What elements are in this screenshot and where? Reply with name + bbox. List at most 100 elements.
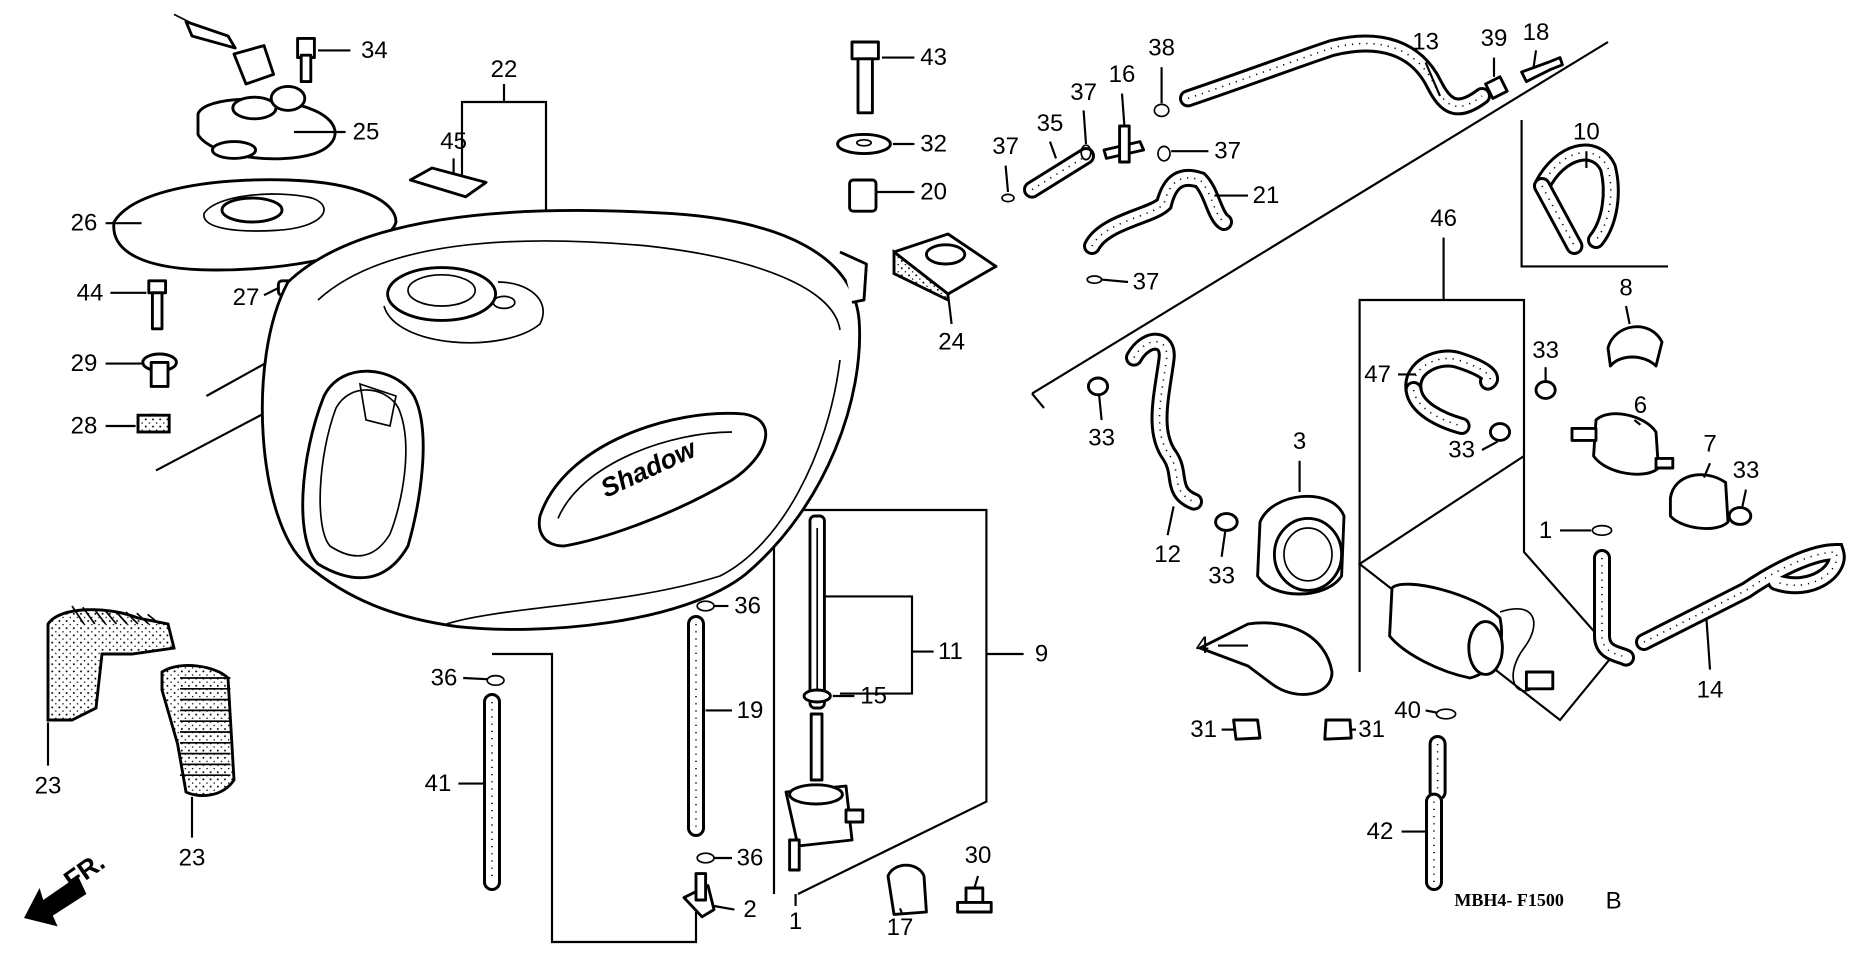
leader-line (1098, 395, 1103, 421)
callout-number: 15 (860, 683, 887, 710)
callout-26: 26 (71, 210, 142, 237)
callout-3: 3 (1293, 428, 1306, 492)
callout-number: 1 (1539, 517, 1552, 544)
callout-number: 35 (1037, 110, 1064, 137)
callout-number: 37 (1133, 269, 1160, 296)
hose (1083, 168, 1233, 255)
callout-46: 46 (1430, 205, 1457, 300)
callout-20: 20 (876, 179, 947, 206)
leader-line (1703, 462, 1711, 479)
leader-line (973, 875, 980, 889)
fin (125, 611, 139, 625)
callout-number: 47 (1364, 361, 1391, 388)
callout-43: 43 (882, 44, 947, 71)
fin (136, 612, 150, 625)
callout-39: 39 (1481, 25, 1508, 77)
diagram-revision: B (1606, 887, 1622, 914)
breather-hoses (483, 34, 1846, 891)
callout-1: 1 (789, 894, 802, 935)
bolt-grommet-set (136, 279, 178, 434)
callout-37: 37 (1171, 138, 1241, 165)
fin (114, 610, 128, 625)
leader-line (1220, 531, 1227, 557)
leader-line (1004, 165, 1010, 193)
callout-number: 41 (425, 770, 452, 797)
diagram-code: MBH4- F1500 (1454, 890, 1564, 910)
callout-number: 10 (1573, 119, 1600, 146)
leader-line (1624, 305, 1631, 325)
callout-37: 37 (992, 133, 1019, 193)
callout-33: 33 (1448, 437, 1499, 464)
callout-15: 15 (832, 683, 887, 710)
leader-line (1633, 419, 1642, 426)
callout-41: 41 (425, 770, 485, 797)
fin (103, 609, 118, 625)
callout-23: 23 (179, 796, 206, 872)
callout-42: 42 (1367, 818, 1426, 845)
fin (92, 607, 107, 625)
leader-line (898, 907, 904, 915)
callout-number: 4 (1196, 632, 1209, 659)
callout-number: 37 (992, 133, 1019, 160)
callout-number: 28 (71, 413, 98, 440)
callout-29: 29 (71, 350, 142, 377)
leader-line (1101, 278, 1129, 284)
breather-divider (1031, 41, 1609, 395)
callout-number: 37 (1214, 138, 1241, 165)
callout-number: 44 (77, 279, 104, 306)
hose (1533, 177, 1584, 255)
callout-number: 39 (1481, 25, 1508, 52)
callout-23: 23 (35, 722, 62, 800)
callout-number: 19 (737, 697, 764, 724)
callout-34: 34 (318, 37, 388, 64)
hose (1023, 147, 1095, 199)
callout-28: 28 (71, 413, 136, 440)
callout-40: 40 (1394, 697, 1438, 724)
callout-number: 38 (1148, 35, 1175, 62)
fuel-valve-assembly (682, 514, 993, 919)
callout-number: 24 (938, 329, 965, 356)
fuel-pump-assembly (1198, 325, 1730, 741)
callout-22: 22 (491, 56, 518, 83)
fuel-tank: Shadow (260, 209, 868, 631)
callout-number: 33 (1088, 425, 1115, 452)
callout-number: 6 (1634, 392, 1647, 419)
callout-number: 33 (1448, 437, 1475, 464)
hose (1533, 143, 1620, 249)
callout-number: 21 (1253, 182, 1280, 209)
callout-number: 40 (1394, 697, 1421, 724)
leader-line (713, 904, 735, 911)
leader-line (1048, 141, 1058, 159)
callout-number: 46 (1430, 205, 1457, 232)
callout-number: 23 (35, 773, 62, 800)
callout-47: 47 (1364, 361, 1416, 388)
callout-4: 4 (1196, 632, 1248, 659)
callout-45: 45 (440, 128, 467, 174)
callout-number: 29 (71, 350, 98, 377)
callout-number: 9 (1035, 641, 1048, 668)
callout-labels: 3425224526274429284332202437353716383721… (35, 19, 1760, 941)
callout-number: 2 (743, 896, 756, 923)
callout-31: 31 (1190, 716, 1234, 743)
bracket-11-9 (772, 508, 988, 895)
callout-38: 38 (1148, 35, 1175, 104)
callout-number: 33 (1208, 563, 1235, 590)
callout-19: 19 (705, 697, 764, 724)
callout-35: 35 (1037, 110, 1064, 159)
callout-36: 36 (714, 593, 761, 620)
callout-number: 33 (1733, 457, 1760, 484)
leader-line (1120, 93, 1126, 127)
leader-line (946, 293, 953, 325)
callout-number: 31 (1190, 716, 1217, 743)
leader-line (1481, 440, 1499, 451)
callout-number: 23 (179, 845, 206, 872)
callout-number: 18 (1523, 19, 1550, 46)
callout-33: 33 (1532, 337, 1559, 382)
callout-33: 33 (1733, 457, 1760, 507)
callout-31: 31 (1351, 716, 1385, 743)
heat-guards (46, 605, 236, 798)
caution-label (408, 166, 488, 199)
leader-line (1532, 50, 1538, 68)
callout-18: 18 (1523, 19, 1550, 68)
